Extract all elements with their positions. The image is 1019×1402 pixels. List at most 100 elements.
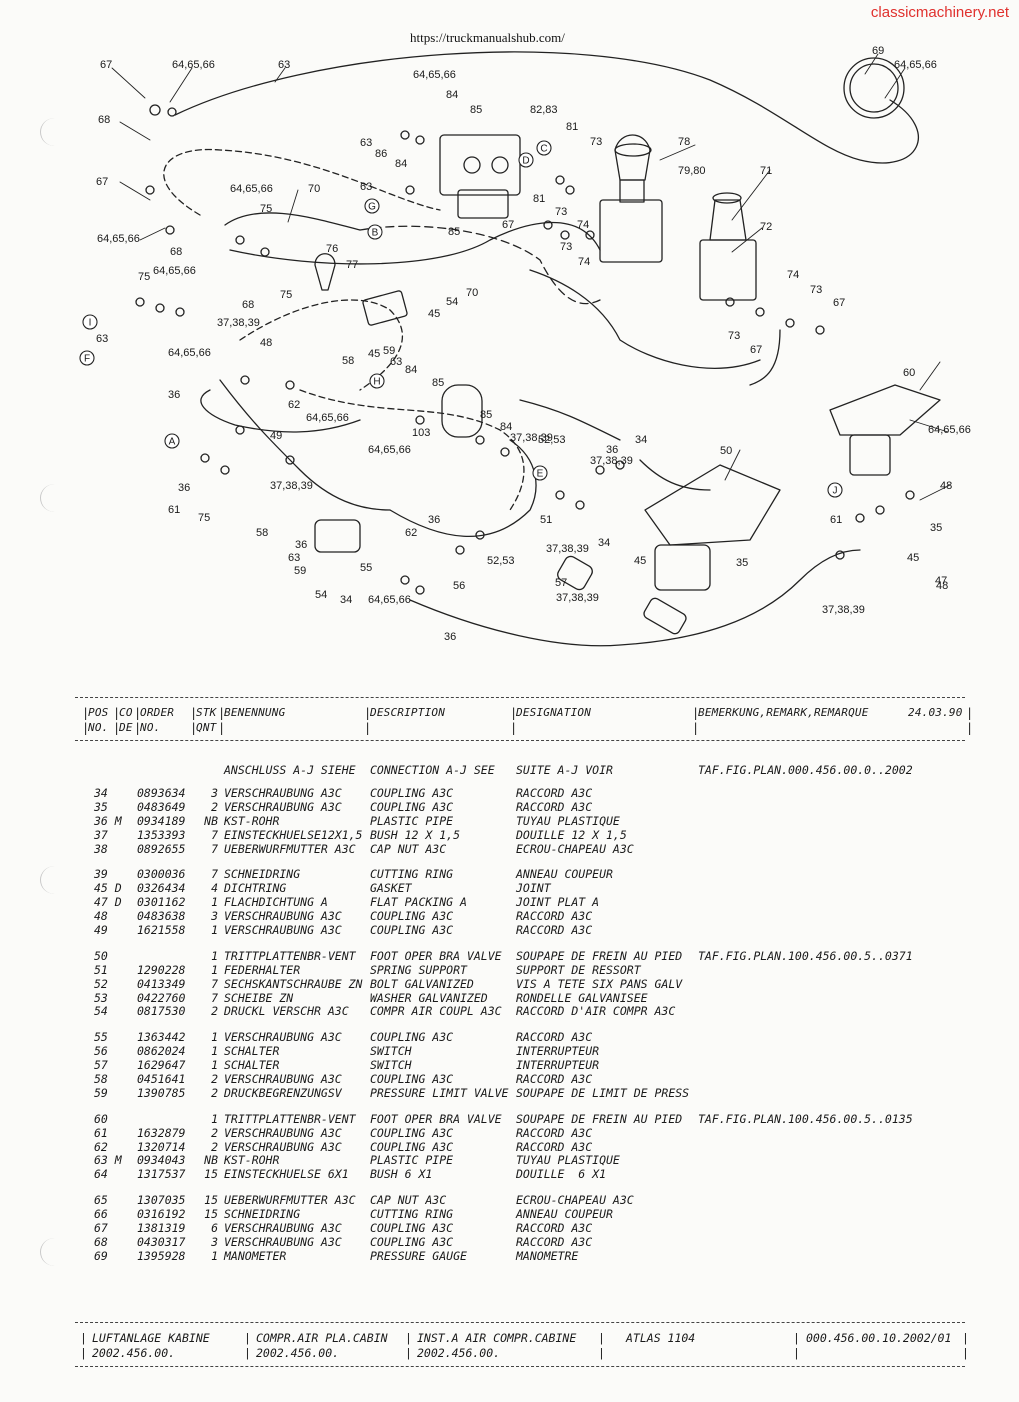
cell-pos: 55 [94, 1030, 108, 1045]
cell-de: SCHALTER [224, 1058, 280, 1073]
cell-order: 0934043 [137, 1153, 186, 1168]
cell-order: 1390785 [137, 1085, 186, 1100]
callout-label: 64,65,66 [168, 347, 211, 359]
callout-label: 64,65,66 [172, 59, 215, 71]
callout-label: 58 [342, 355, 354, 367]
source-url: https://truckmanualshub.com/ [410, 30, 565, 45]
hdr-designation: DESIGNATION [516, 706, 592, 719]
cell-rem: TAF.FIG.PLAN.100.456.00.5..0371 [698, 948, 913, 963]
footer-top-rule [75, 1322, 965, 1323]
cell-fr: ECROU-CHAPEAU A3C [516, 841, 634, 856]
callout-label: 52,53 [487, 555, 515, 567]
callout-label: 62 [288, 399, 300, 411]
connector-f: F [79, 350, 95, 366]
callout-label: 84 [500, 421, 512, 433]
cell-qty: 1 [211, 962, 218, 977]
cell-qty: 3 [211, 1234, 218, 1249]
cell-pos: 57 [94, 1058, 108, 1073]
connector-letter: A [169, 437, 176, 448]
cell-order: 0300036 [137, 867, 186, 882]
cell-de: SCHNEIDRING [224, 867, 301, 882]
cell-fr: ECROU-CHAPEAU A3C [516, 1193, 634, 1208]
callout-label: 74 [578, 256, 590, 268]
callout-label: 64,65,66 [306, 412, 349, 424]
callout-label: 67 [750, 344, 762, 356]
cell-en: COUPLING A3C [370, 909, 454, 924]
callout-label: 45 [634, 555, 646, 567]
callout-label: 36 [168, 389, 180, 401]
cell-fr: JOINT PLAT A [516, 895, 600, 910]
cell-en: COUPLING A3C [370, 1221, 454, 1236]
hdr-stk: STK [196, 706, 217, 719]
callout-label: 67 [833, 297, 845, 309]
cell-pos: 65 [94, 1193, 108, 1208]
cell-fr: DOUILLE 6 X1 [516, 1167, 607, 1182]
callout-label: 52,53 [538, 434, 566, 446]
cell-order: 0862024 [137, 1044, 186, 1059]
cell-pos: 38 [94, 841, 108, 856]
cell-en: PLASTIC PIPE [370, 1153, 454, 1168]
connector-circle [82, 314, 98, 330]
cell-en: PRESSURE LIMIT VALVE [370, 1085, 509, 1100]
callout-label: 45 [428, 308, 440, 320]
callout-label: 72 [760, 221, 772, 233]
cell-qty: 7 [211, 990, 218, 1005]
callout-label: 63 [96, 333, 108, 345]
callout-label: 57 [555, 577, 567, 589]
connector-letter: I [89, 318, 92, 329]
cell-en: SWITCH [370, 1044, 412, 1059]
connector-letter: C [540, 144, 547, 155]
connector-j: J [827, 482, 843, 498]
cell-de: VERSCHRAUBUNG A3C [224, 1221, 342, 1236]
connector-circle [369, 373, 385, 389]
cell-de: VERSCHRAUBUNG A3C [224, 1072, 342, 1087]
footer-fr-code: 2002.456.00. [417, 1346, 501, 1360]
callout-label: 67 [100, 59, 112, 71]
cell-fr: RACCORD A3C [516, 786, 593, 800]
callout-label: 35 [930, 522, 942, 534]
cell-en: BUSH 12 X 1,5 [370, 827, 461, 842]
cell-de: VERSCHRAUBUNG A3C [224, 1234, 342, 1249]
callout-label: 86 [375, 148, 387, 160]
cell-pos: 52 [94, 976, 108, 991]
callout-label: 76 [326, 243, 338, 255]
footer-de-title: LUFTANLAGE KABINE [92, 1331, 210, 1345]
cell-pos: 47 D [94, 895, 122, 910]
cell-qty: 7 [211, 841, 218, 856]
connector-g: G [364, 198, 380, 214]
cell-qty: 1 [211, 923, 218, 938]
cell-de: DRUCKBEGRENZUNGSV [224, 1085, 342, 1100]
cell-pos: 68 [94, 1234, 108, 1249]
callout-label: 64,65,66 [894, 59, 937, 71]
cell-pos: 58 [94, 1072, 108, 1087]
cell-pos: 63 M [94, 1153, 122, 1168]
callout-label: 74 [577, 219, 589, 231]
cell-fr: TUYAU PLASTIQUE [516, 813, 620, 828]
callout-label: 70 [466, 287, 478, 299]
callout-label: 36 [178, 482, 190, 494]
callout-label: 58 [256, 527, 268, 539]
cell-en: COUPLING A3C [370, 799, 454, 814]
cell-en: BOLT GALVANIZED [370, 976, 474, 991]
pipes [163, 51, 919, 647]
cell-en: WASHER GALVANIZED [370, 990, 488, 1005]
cell-pos: 48 [94, 909, 108, 924]
cell-de: SCHNEIDRING [224, 1207, 301, 1222]
header-bottom-rule [75, 740, 965, 741]
cell-order: 1317537 [137, 1167, 186, 1182]
